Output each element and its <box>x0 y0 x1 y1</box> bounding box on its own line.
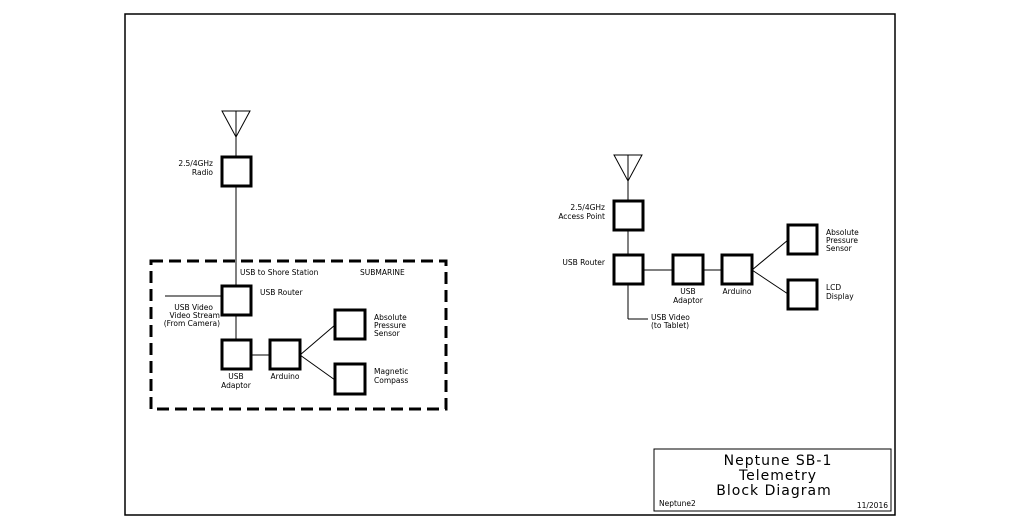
title-line3: Block Diagram <box>716 483 831 499</box>
drawing-date: 11/2016 <box>857 501 888 510</box>
video-label-line2: Video Stream <box>169 311 220 320</box>
video-label-line3: (From Camera) <box>164 319 220 328</box>
pressure-label-line1: Absolute <box>826 228 859 237</box>
adaptor-label-line1: USB <box>680 287 695 296</box>
compass-label-line2: Compass <box>374 376 408 385</box>
page-border <box>124 13 896 516</box>
usb-router-box <box>612 253 645 286</box>
arduino-label: Arduino <box>270 372 299 381</box>
pressure-label-line1: Absolute <box>374 313 407 322</box>
tablet-video-label-line2: (to Tablet) <box>651 321 689 330</box>
title-line1: Neptune SB-1 <box>724 453 833 469</box>
radio-box <box>220 155 253 188</box>
arduino-label: Arduino <box>722 287 751 296</box>
title-line2: Telemetry <box>738 468 817 484</box>
adaptor-label-line2: Adaptor <box>673 296 704 305</box>
ap-label-line1: 2.5/4GHz <box>570 203 605 212</box>
arduino-box <box>720 253 754 286</box>
usb-adaptor-box <box>671 253 705 286</box>
radio-label-line2: Radio <box>192 168 213 177</box>
access-point-box <box>612 199 645 232</box>
antenna-icon <box>221 110 251 157</box>
pressure-label-line3: Sensor <box>374 329 401 338</box>
submarine-enclosure <box>149 259 448 411</box>
radio-label-line1: 2.5/4GHz <box>178 159 213 168</box>
arduino-box <box>268 338 302 371</box>
title-block: Neptune SB-1 Telemetry Block Diagram Nep… <box>653 448 892 512</box>
lcd-display-box <box>786 278 819 311</box>
lcd-label-line2: Display <box>826 292 854 301</box>
pressure-label-line3: Sensor <box>826 244 853 253</box>
adaptor-label-line2: Adaptor <box>221 381 252 390</box>
usb-adaptor-box <box>220 338 253 371</box>
pressure-sensor-box <box>333 308 367 341</box>
adaptor-label-line1: USB <box>228 372 243 381</box>
enclosure-label: SUBMARINE <box>360 268 405 277</box>
usb-router-label: USB Router <box>562 258 606 267</box>
pressure-label-line2: Pressure <box>374 321 406 330</box>
usb-router-box <box>220 284 253 317</box>
antenna-icon <box>613 154 643 201</box>
pressure-sensor-box <box>786 223 819 256</box>
shore-link-label: USB to Shore Station <box>240 268 319 277</box>
drawing-name: Neptune2 <box>659 499 696 508</box>
compass-box <box>333 362 367 396</box>
video-label-line1: USB Video <box>174 303 213 312</box>
compass-label-line1: Magnetic <box>374 367 408 376</box>
usb-router-label: USB Router <box>260 288 304 297</box>
lcd-label-line1: LCD <box>826 283 841 292</box>
tablet-video-label-line1: USB Video <box>651 313 690 322</box>
right-block: 2.5/4GHz Access Point USB Router USB Vid… <box>558 154 859 330</box>
pressure-label-line2: Pressure <box>826 236 858 245</box>
ap-label-line2: Access Point <box>558 212 605 221</box>
left-block: 2.5/4GHz Radio USB to Shore Station SUBM… <box>149 110 448 411</box>
